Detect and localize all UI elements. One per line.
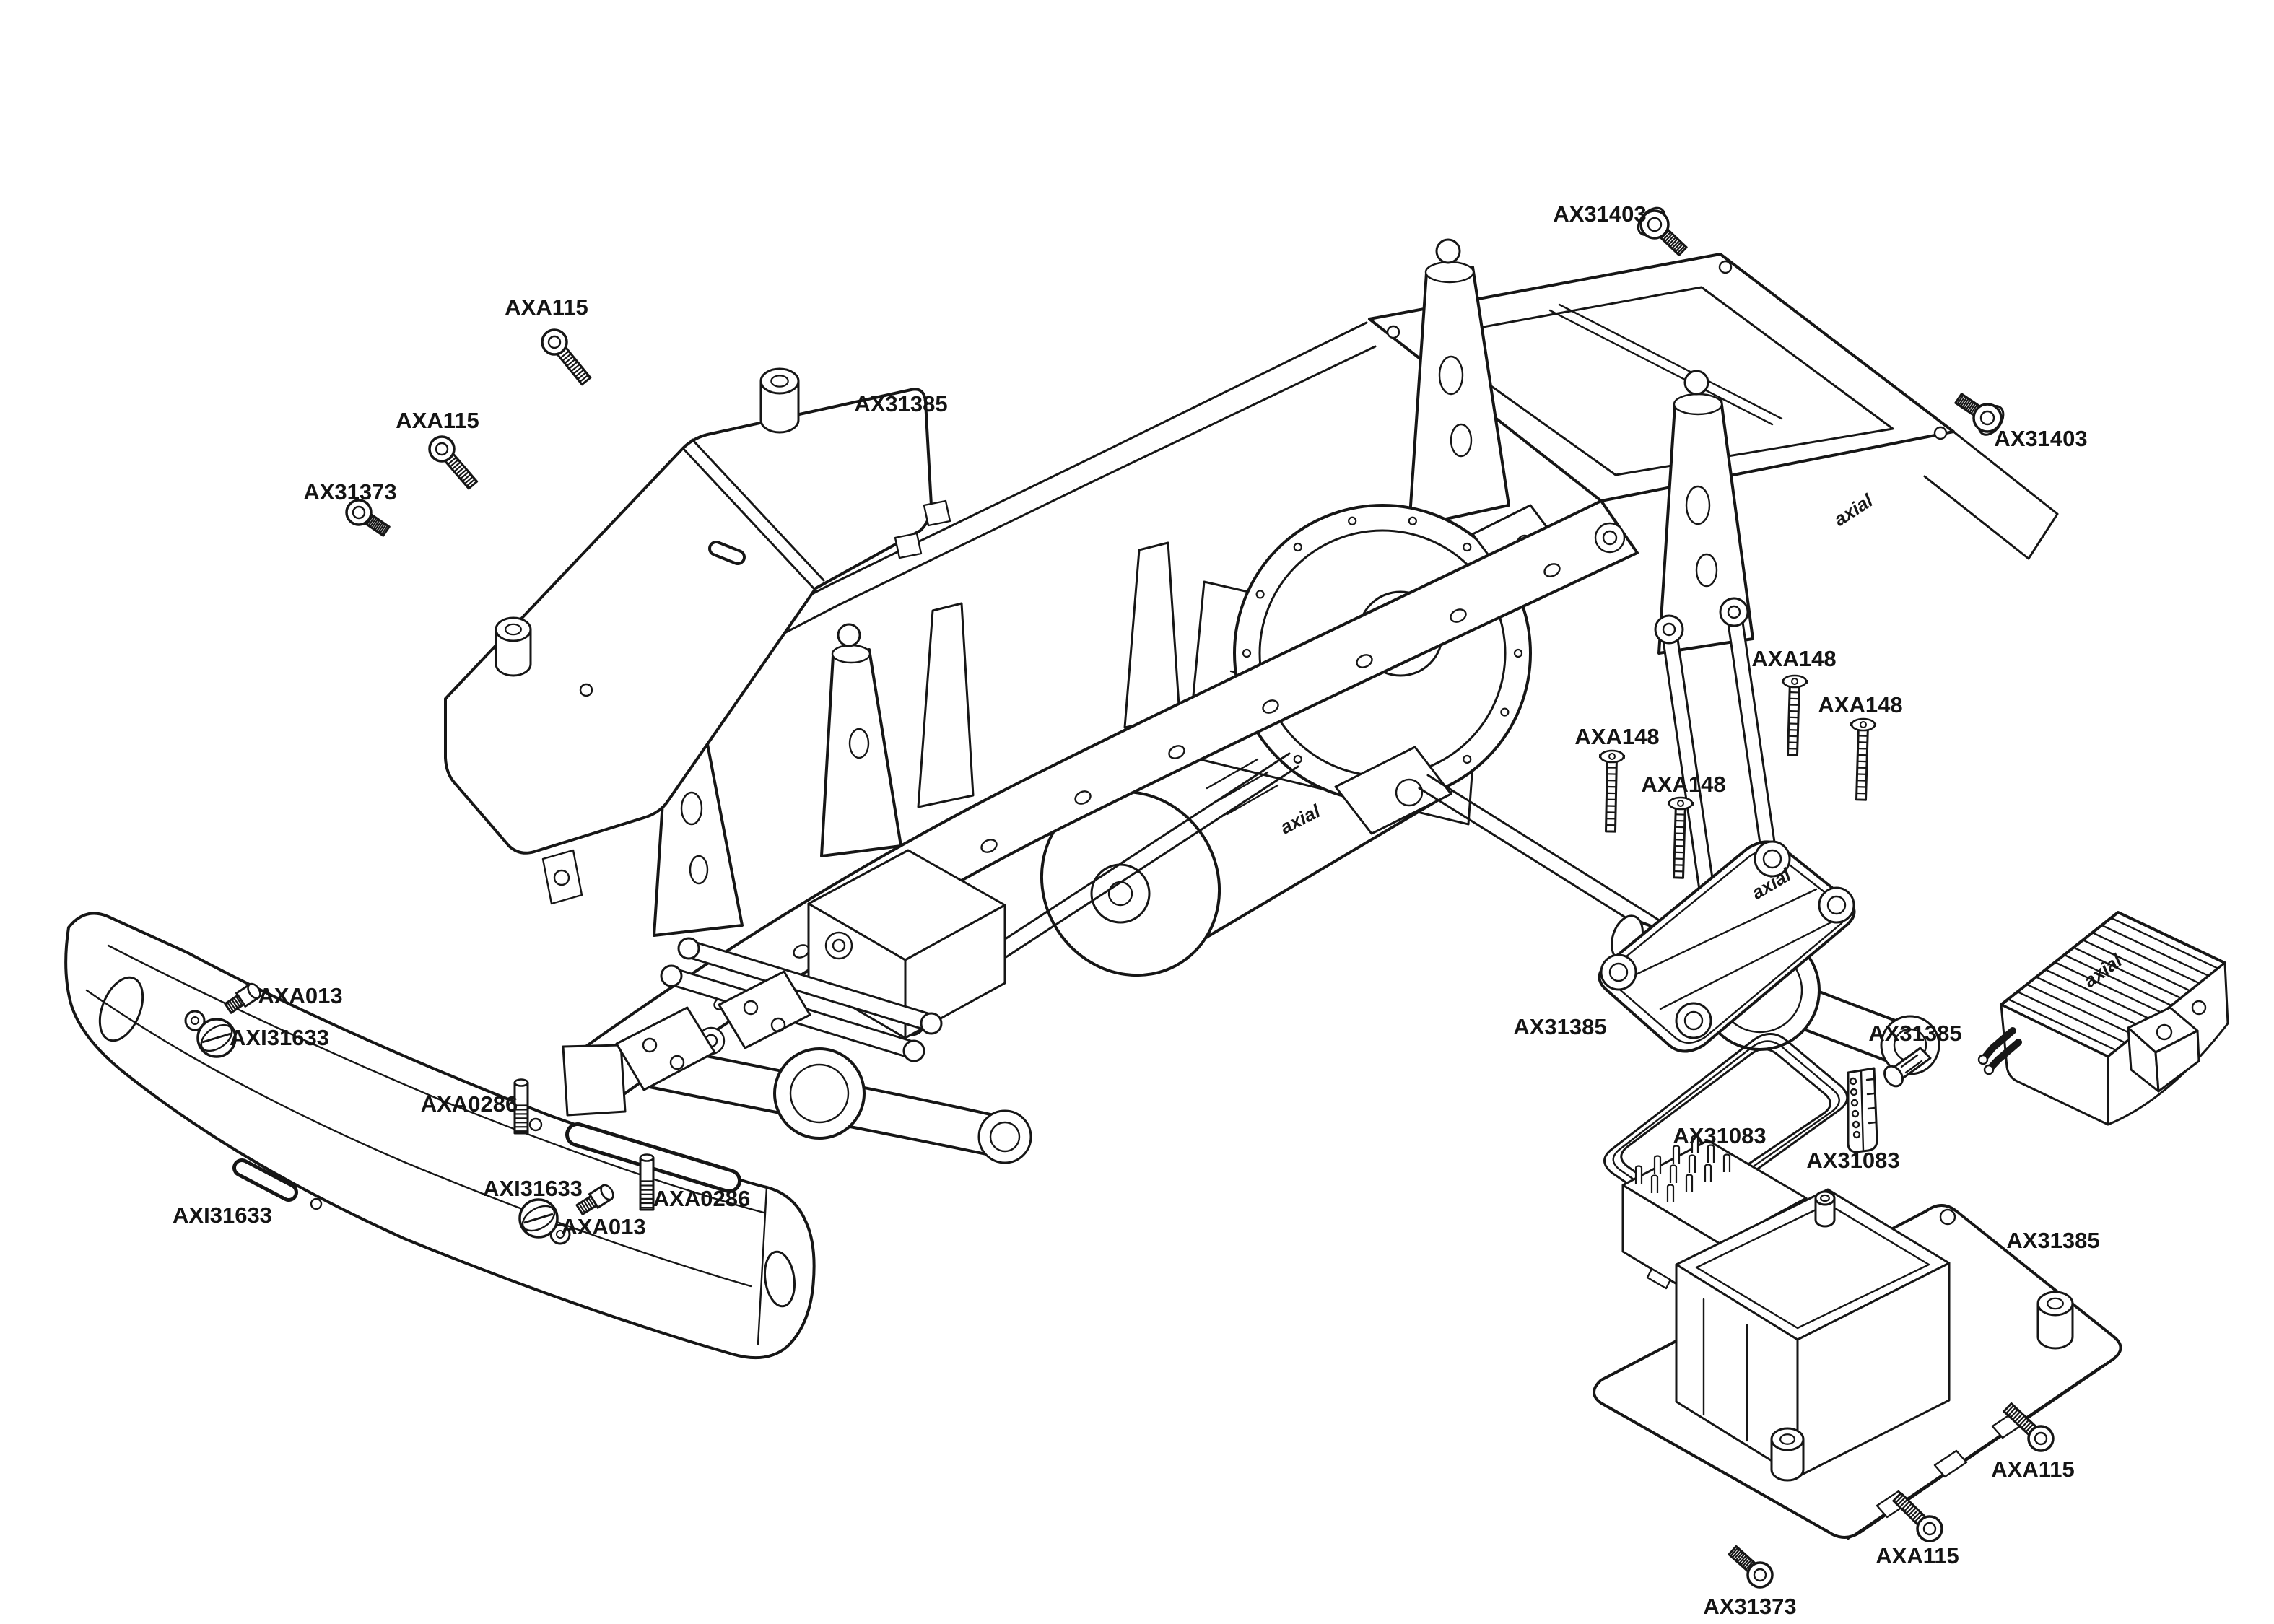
tie-down-knob — [184, 1010, 237, 1058]
screw-button — [541, 328, 592, 386]
fasteners-layer — [224, 206, 2055, 1589]
part-label-AX31373: AX31373 — [1703, 1594, 1796, 1619]
part-label-AXA148: AXA148 — [1641, 772, 1725, 797]
battery-tray — [1593, 1188, 2122, 1540]
screw-button — [2003, 1402, 2055, 1452]
part-label-AXA148: AXA148 — [1818, 692, 1902, 717]
screw-flat — [1598, 749, 1626, 833]
esc-unit — [1977, 911, 2229, 1126]
standoff-post — [1770, 1427, 1805, 1482]
tray-clip — [1883, 1047, 1932, 1088]
screw-flat — [1850, 717, 1877, 801]
part-labels-layer: AX31403AX31403AXA115AXA115AX31385AX31373… — [173, 201, 2100, 1619]
part-label-AX31385: AX31385 — [1868, 1021, 1961, 1046]
part-label-AXA148: AXA148 — [1574, 724, 1659, 749]
part-label-AXI31633: AXI31633 — [483, 1176, 583, 1201]
rear-cage-frame — [1368, 253, 2059, 560]
part-label-AXI31633: AXI31633 — [230, 1025, 329, 1050]
part-label-AXA115: AXA115 — [1876, 1543, 1959, 1568]
standoff-post — [759, 367, 800, 434]
screw-button — [428, 435, 479, 490]
part-label-AXA013: AXA013 — [561, 1214, 645, 1239]
part-label-AXA115: AXA115 — [505, 294, 588, 320]
part-label-AX31385: AX31385 — [1513, 1014, 1606, 1039]
tie-down-knob — [518, 1198, 571, 1245]
standoff-posts-layer — [495, 367, 2074, 1482]
skid-plate — [1598, 840, 1856, 1053]
screw-cap — [224, 982, 261, 1014]
part-label-AXA115: AXA115 — [396, 408, 479, 433]
screw-stud — [639, 1153, 655, 1211]
axial-logo-mark: axial — [1830, 489, 1877, 531]
screw-shoulder — [1637, 206, 1688, 256]
part-label-AX31083: AX31083 — [1673, 1123, 1766, 1148]
standoff-post — [1814, 1190, 1836, 1228]
part-label-AXA0286: AXA0286 — [421, 1091, 518, 1117]
screw-button — [1728, 1545, 1774, 1589]
part-label-AX31385: AX31385 — [854, 391, 947, 416]
part-label-AXA148: AXA148 — [1751, 646, 1836, 671]
screw-button — [345, 499, 391, 537]
bumper-mounts — [615, 970, 811, 1091]
part-label-AX31403: AX31403 — [1553, 201, 1646, 227]
screw-cap — [575, 1184, 614, 1215]
screw-button — [1892, 1492, 1943, 1542]
standoff-post — [2036, 1291, 2074, 1350]
screw-stud — [513, 1078, 529, 1135]
connector-plug — [1847, 1067, 1878, 1153]
part-label-AXI31633: AXI31633 — [173, 1202, 272, 1228]
standoff-post — [495, 616, 532, 677]
part-label-AX31403: AX31403 — [1994, 426, 2087, 451]
screw-flat — [1667, 796, 1694, 879]
part-label-AX31385: AX31385 — [2006, 1228, 2099, 1253]
rear-shock-towers — [1408, 238, 1754, 655]
part-label-AXA0286: AXA0286 — [653, 1186, 750, 1211]
front-bumper — [64, 912, 816, 1360]
part-label-AXA013: AXA013 — [258, 983, 342, 1008]
part-label-AX31373: AX31373 — [303, 479, 396, 505]
part-label-AX31083: AX31083 — [1806, 1148, 1899, 1173]
screw-shoulder — [1954, 393, 2005, 436]
screw-flat — [1781, 674, 1808, 756]
axial-logo-mark: axial — [1276, 800, 1324, 838]
part-label-AXA115: AXA115 — [1991, 1457, 2074, 1482]
tie-down-knobs-layer — [184, 1010, 571, 1245]
main-frame-rail — [562, 499, 1639, 1117]
